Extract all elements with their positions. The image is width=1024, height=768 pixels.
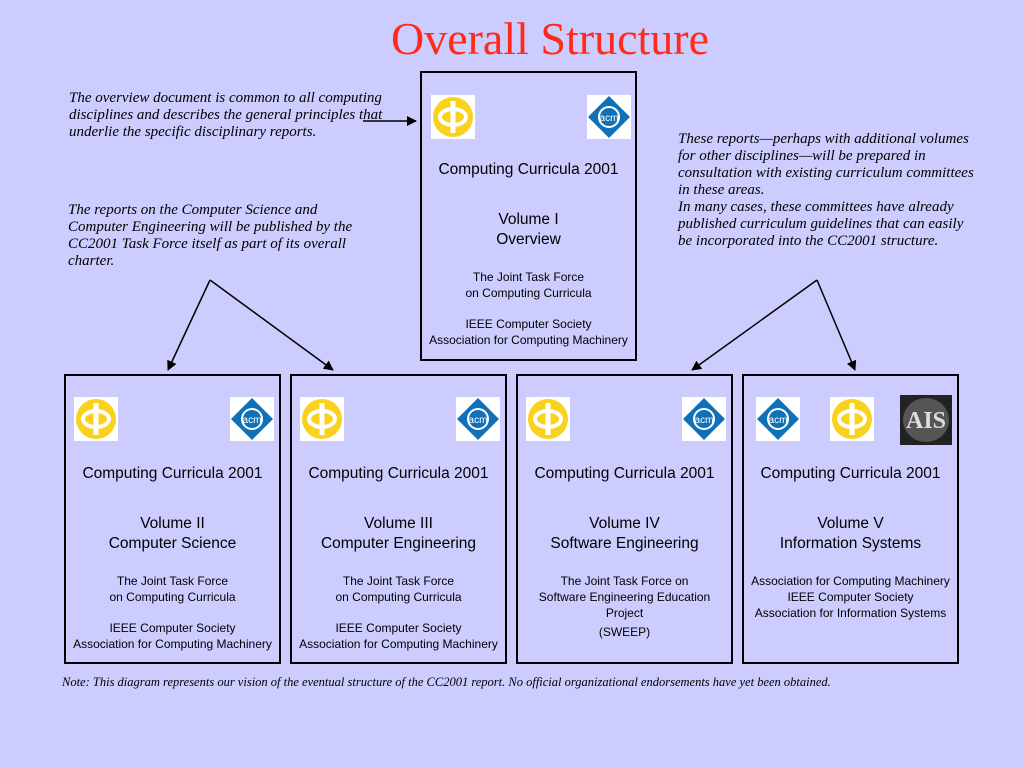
arrow-to-volume-2 — [167, 279, 211, 371]
svg-text:acm: acm — [600, 113, 619, 124]
org-line: on Computing Curricula — [109, 590, 236, 604]
org-line: on Computing Curricula — [465, 286, 592, 300]
svg-text:AIS: AIS — [906, 408, 946, 434]
org-line: IEEE Computer Society — [787, 590, 914, 604]
volume-number: Volume V — [817, 515, 884, 532]
other-reports-note: These reports—perhaps with additional vo… — [678, 131, 978, 250]
arrow-to-volume-4 — [691, 279, 818, 371]
volume-5-box: acm AIS Computing Curricula 2001 Volume … — [742, 374, 959, 664]
org-line: Association for Information Systems — [754, 606, 947, 620]
task-force-note: The reports on the Computer Science and … — [68, 202, 353, 269]
org-line: Software Engineering Education — [538, 590, 711, 604]
ieee-phi-logo-icon — [74, 397, 118, 441]
org-line: Association for Computing Machinery — [751, 574, 950, 588]
acm-logo-icon: acm — [230, 397, 274, 441]
org-line: on Computing Curricula — [335, 590, 462, 604]
org-line: Association for Computing Machinery — [299, 637, 498, 651]
org-line: The Joint Task Force — [116, 574, 229, 588]
org-line: The Joint Task Force — [342, 574, 455, 588]
other-reports-note-part1: These reports—perhaps with additional vo… — [678, 131, 974, 198]
volume-number: Volume I — [498, 211, 559, 228]
curricula-label: Computing Curricula 2001 — [308, 465, 489, 482]
curricula-label: Computing Curricula 2001 — [760, 465, 941, 482]
ieee-phi-logo-icon — [526, 397, 570, 441]
arrow-to-volume-3 — [209, 279, 334, 371]
org-line: IEEE Computer Society — [335, 621, 462, 635]
org-line: Project — [605, 606, 644, 620]
volume-number: Volume III — [364, 515, 433, 532]
org-line: Association for Computing Machinery — [73, 637, 272, 651]
ieee-phi-logo-icon — [300, 397, 344, 441]
svg-text:acm: acm — [695, 415, 714, 426]
ieee-phi-logo-icon — [830, 397, 874, 441]
volume-4-box: acm Computing Curricula 2001 Volume IV S… — [516, 374, 733, 664]
page-title: Overall Structure — [390, 13, 710, 64]
volume-3-box: acm Computing Curricula 2001 Volume III … — [290, 374, 507, 664]
volume-subject: Software Engineering — [550, 535, 699, 552]
volume-subject: Information Systems — [779, 535, 922, 552]
other-reports-note-part2: In many cases, these committees have alr… — [678, 199, 964, 249]
volume-1-box: acm Computing Curricula 2001 Volume I Ov… — [420, 71, 637, 361]
volume-subject: Overview — [496, 231, 561, 248]
acm-logo-icon: acm — [756, 397, 800, 441]
org-line: IEEE Computer Society — [109, 621, 236, 635]
org-line: The Joint Task Force — [472, 270, 585, 284]
svg-text:acm: acm — [243, 415, 262, 426]
svg-text:acm: acm — [769, 415, 788, 426]
org-line: IEEE Computer Society — [465, 317, 592, 331]
svg-text:acm: acm — [469, 415, 488, 426]
overview-note: The overview document is common to all c… — [69, 90, 383, 140]
acm-logo-icon: acm — [682, 397, 726, 441]
volume-number: Volume IV — [589, 515, 660, 532]
acm-logo-icon: acm — [587, 95, 631, 139]
volume-subject: Computer Engineering — [320, 535, 477, 552]
curricula-label: Computing Curricula 2001 — [82, 465, 263, 482]
org-line: (SWEEP) — [598, 625, 651, 639]
volume-subject: Computer Science — [108, 535, 237, 552]
acm-logo-icon: acm — [456, 397, 500, 441]
volume-number: Volume II — [140, 515, 205, 532]
arrow-to-volume-5 — [816, 279, 857, 371]
volume-2-box: acm Computing Curricula 2001 Volume II C… — [64, 374, 281, 664]
org-line: Association for Computing Machinery — [429, 333, 628, 347]
ais-logo-icon: AIS — [900, 395, 952, 445]
ieee-phi-logo-icon — [431, 95, 475, 139]
org-line: The Joint Task Force on — [560, 574, 689, 588]
curricula-label: Computing Curricula 2001 — [438, 161, 619, 178]
footnote: Note: This diagram represents our vision… — [62, 675, 831, 689]
curricula-label: Computing Curricula 2001 — [534, 465, 715, 482]
